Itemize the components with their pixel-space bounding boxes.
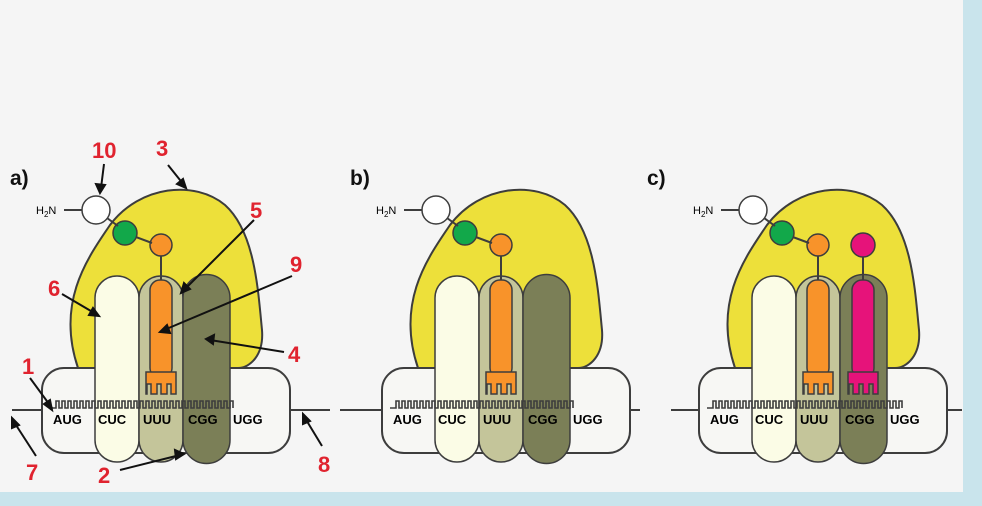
trna-p-site [485, 233, 517, 395]
codon: CGG [188, 412, 218, 427]
amino-acid-green [112, 220, 138, 246]
amino-acid-orange [489, 233, 513, 257]
codon: CUC [755, 412, 784, 427]
callout-1: 1 [22, 354, 34, 379]
codon: UUU [800, 412, 828, 427]
callout-5: 5 [250, 198, 262, 223]
callouts: 1 2 3 4 5 6 7 8 9 10 [22, 136, 330, 488]
site-e [751, 275, 797, 463]
trna-stem [806, 279, 830, 379]
trna-anticodon [847, 371, 879, 395]
trna-anticodon [485, 371, 517, 395]
amino-acid-white [421, 195, 451, 225]
amino-acid-green [452, 220, 478, 246]
callout-arrows [11, 163, 323, 471]
amino-acid-white [81, 195, 111, 225]
panel-c: c) AUG CUC UUU CGG UGG [647, 167, 962, 465]
trna-anticodon [802, 371, 834, 395]
codon: CUC [98, 412, 127, 427]
callout-4: 4 [288, 342, 301, 367]
callout-9: 9 [290, 252, 302, 277]
codon: AUG [53, 412, 82, 427]
callout-7: 7 [26, 460, 38, 485]
amino-acid-orange [149, 233, 173, 257]
site-e [434, 275, 480, 463]
codon-teeth [50, 400, 234, 409]
codon: UUU [483, 412, 511, 427]
codon: CGG [528, 412, 558, 427]
codon: AUG [710, 412, 739, 427]
codon-row: AUG CUC UUU CGG UGG [390, 400, 603, 427]
codon-row: AUG CUC UUU CGG UGG [50, 400, 263, 427]
panel-label: b) [350, 167, 370, 190]
n-terminus-label: H2N [36, 205, 56, 219]
trna-stem [489, 279, 513, 379]
codon-row: AUG CUC UUU CGG UGG [707, 400, 920, 427]
amino-acid-pink [850, 232, 876, 258]
site-a [182, 273, 231, 465]
callout-8: 8 [318, 452, 330, 477]
amino-acid-orange [806, 233, 830, 257]
site-a [522, 273, 571, 465]
panel-label: c) [647, 167, 666, 190]
codon: UGG [890, 412, 920, 427]
callout-2: 2 [98, 463, 110, 488]
codon: UGG [573, 412, 603, 427]
trna-p-site [802, 233, 834, 395]
codon: AUG [393, 412, 422, 427]
codon: CUC [438, 412, 467, 427]
panel-b: b) AUG CUC UUU CGG UGG H2N [340, 167, 640, 465]
codon-teeth [390, 400, 574, 409]
panel-label: a) [10, 167, 29, 190]
codon: UGG [233, 412, 263, 427]
n-terminus-label: H2N [693, 205, 713, 219]
site-e [94, 275, 140, 463]
n-terminus-label: H2N [376, 205, 396, 219]
callout-10: 10 [92, 138, 116, 163]
callout-6: 6 [48, 276, 60, 301]
panel-a: a) AUG CUC UUU CGG UGG [10, 136, 330, 488]
amino-acid-green [769, 220, 795, 246]
codon: CGG [845, 412, 875, 427]
trna-anticodon [145, 371, 177, 395]
callout-3: 3 [156, 136, 168, 161]
trna-p-site [145, 233, 177, 395]
amino-acid-white [738, 195, 768, 225]
trna-a-site [847, 232, 879, 395]
codon-teeth [707, 400, 903, 409]
codon: UUU [143, 412, 171, 427]
trna-stem [851, 279, 875, 379]
